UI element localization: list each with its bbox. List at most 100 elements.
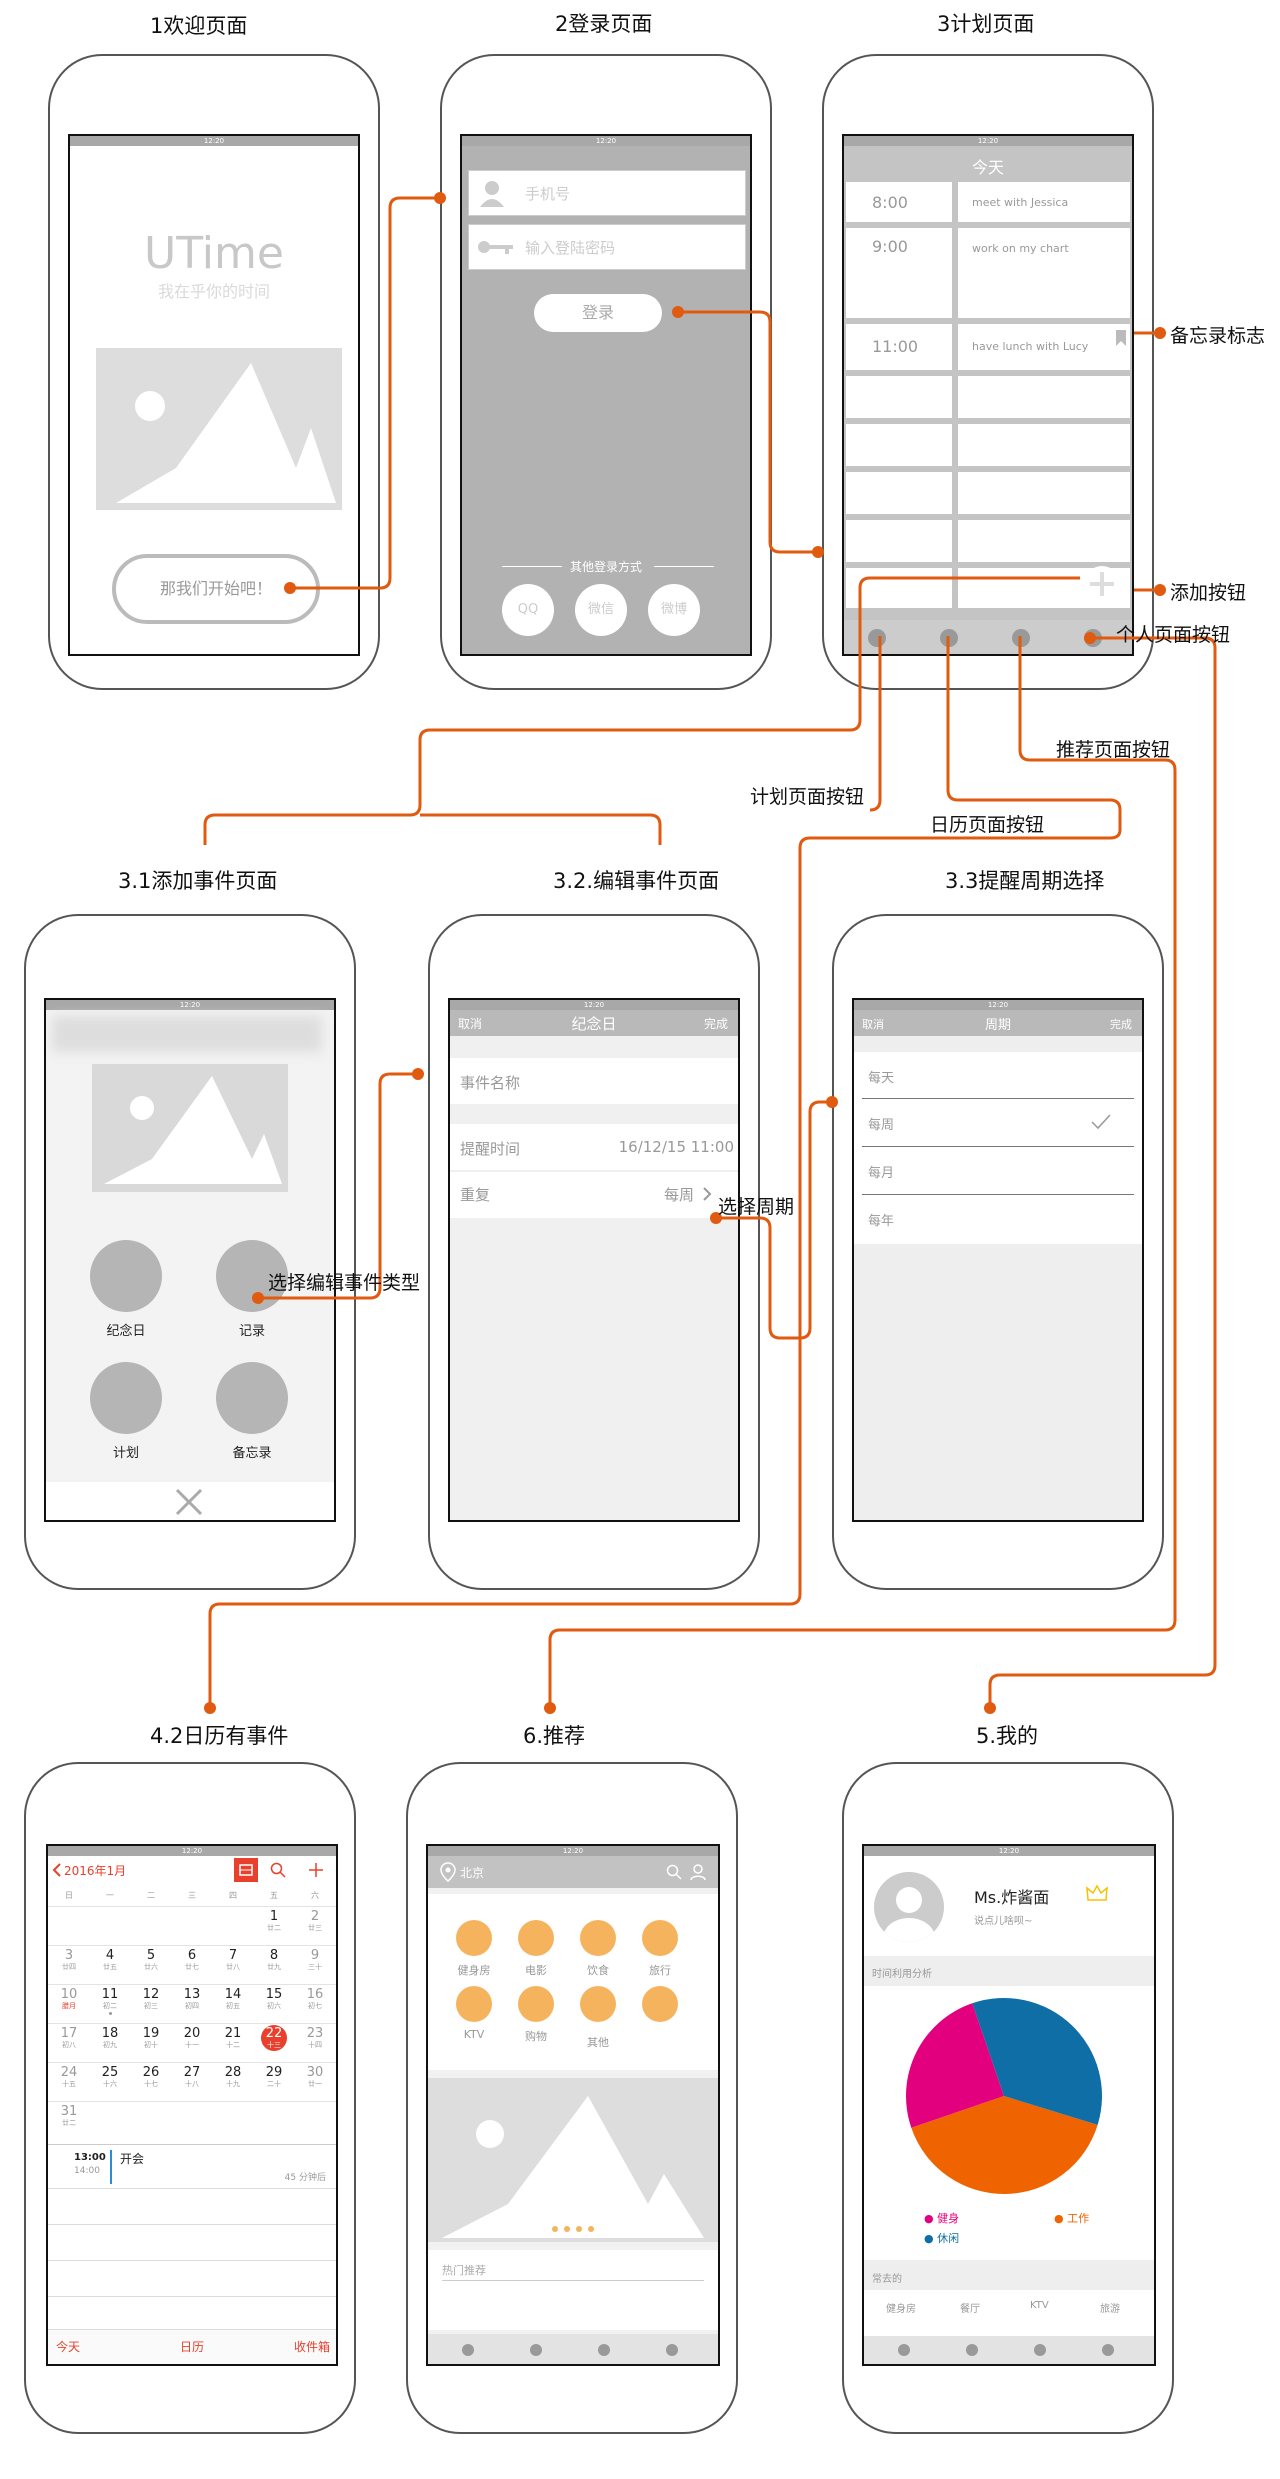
category-ktv[interactable] bbox=[456, 1986, 492, 2022]
month-label[interactable]: 2016年1月 bbox=[64, 1864, 127, 1878]
tab-plan[interactable] bbox=[868, 629, 886, 647]
cycle-option[interactable]: 每天 bbox=[868, 1071, 895, 1086]
city-label[interactable]: 北京 bbox=[460, 1866, 485, 1880]
day-number: 12 bbox=[142, 1987, 160, 2002]
tab-profile[interactable] bbox=[1102, 2344, 1114, 2356]
avatar[interactable] bbox=[874, 1872, 944, 1942]
search-icon[interactable] bbox=[666, 1864, 682, 1880]
tab-today[interactable]: 今天 bbox=[56, 2340, 81, 2354]
wechat-login-button[interactable]: 微信 bbox=[575, 584, 627, 636]
tab-calendar[interactable] bbox=[966, 2344, 978, 2356]
category-travel[interactable] bbox=[642, 1920, 678, 1956]
banner-carousel[interactable] bbox=[428, 2078, 718, 2242]
status-bar: 12:20 bbox=[864, 1846, 1154, 1856]
event-label[interactable]: meet with Jessica bbox=[972, 196, 1069, 209]
event-item[interactable]: 13:00 14:00 开会 45 分钟后 bbox=[48, 2148, 336, 2186]
frequent-place[interactable]: 健身房 bbox=[886, 2304, 916, 2315]
type-anniversary-button[interactable] bbox=[90, 1240, 162, 1312]
category-other[interactable] bbox=[580, 1986, 616, 2022]
title-mine: 5.我的 bbox=[976, 1724, 1039, 1748]
repeat-row[interactable]: 重复 每周 bbox=[450, 1172, 738, 1218]
calendar-header: 2016年1月 bbox=[48, 1856, 336, 1884]
tab-calendar[interactable] bbox=[940, 629, 958, 647]
event-label[interactable]: work on my chart bbox=[972, 242, 1069, 255]
frequent-place[interactable]: 餐厅 bbox=[960, 2304, 980, 2315]
done-button[interactable]: 完成 bbox=[1110, 1018, 1132, 1031]
list-view-button[interactable] bbox=[234, 1858, 258, 1882]
add-button[interactable] bbox=[1084, 566, 1120, 602]
login-button[interactable]: 登录 bbox=[534, 294, 662, 332]
category-movie[interactable] bbox=[518, 1920, 554, 1956]
password-field[interactable]: 输入登陆密码 bbox=[468, 224, 746, 270]
type-plan-button[interactable] bbox=[90, 1362, 162, 1434]
user-icon[interactable] bbox=[690, 1864, 706, 1880]
tab-recommend[interactable] bbox=[1012, 629, 1030, 647]
tab-profile[interactable] bbox=[1084, 629, 1102, 647]
category-food[interactable] bbox=[580, 1920, 616, 1956]
frequent-place[interactable]: 旅游 bbox=[1100, 2304, 1120, 2315]
event-name-field[interactable]: 事件名称 bbox=[450, 1058, 738, 1104]
tab-inbox[interactable]: 收件箱 bbox=[293, 2340, 330, 2354]
phone-cycle: 12:20 取消 周期 完成 每天 每周 每月 每年 bbox=[832, 914, 1164, 1590]
tab-calendar[interactable] bbox=[530, 2344, 542, 2356]
qq-login-button[interactable]: QQ bbox=[502, 584, 554, 636]
plus-icon[interactable] bbox=[308, 1862, 324, 1878]
search-icon[interactable] bbox=[270, 1862, 286, 1878]
phone-field[interactable]: 手机号 bbox=[468, 170, 746, 216]
category-more[interactable] bbox=[642, 1986, 678, 2022]
weibo-login-button[interactable]: 微博 bbox=[648, 584, 700, 636]
tab-recommend[interactable] bbox=[1034, 2344, 1046, 2356]
tab-plan[interactable] bbox=[898, 2344, 910, 2356]
cycle-option[interactable]: 每年 bbox=[868, 1214, 895, 1229]
start-button[interactable]: 那我们开始吧！ bbox=[112, 554, 320, 624]
category-gym[interactable] bbox=[456, 1920, 492, 1956]
event-label[interactable]: have lunch with Lucy bbox=[972, 340, 1089, 353]
chevron-left-icon[interactable] bbox=[52, 1863, 62, 1877]
category-shopping[interactable] bbox=[518, 1986, 554, 2022]
tab-profile[interactable] bbox=[666, 2344, 678, 2356]
type-memo-button[interactable] bbox=[216, 1362, 288, 1434]
tab-calendar[interactable]: 日历 bbox=[180, 2340, 205, 2354]
close-icon[interactable] bbox=[174, 1487, 204, 1517]
add-screen: 12:20 纪念日 记录 计划 备忘录 bbox=[44, 998, 336, 1522]
remind-time-row[interactable]: 提醒时间 16/12/15 11:00 bbox=[450, 1124, 738, 1170]
cycle-option[interactable]: 每月 bbox=[868, 1166, 895, 1181]
done-button[interactable]: 完成 bbox=[703, 1017, 728, 1031]
tab-recommend[interactable] bbox=[598, 2344, 610, 2356]
location-icon[interactable] bbox=[440, 1862, 456, 1882]
frequent-place[interactable]: KTV bbox=[1030, 2300, 1049, 2311]
tab-plan[interactable] bbox=[462, 2344, 474, 2356]
cycle-option[interactable]: 每周 bbox=[854, 1099, 1142, 1145]
